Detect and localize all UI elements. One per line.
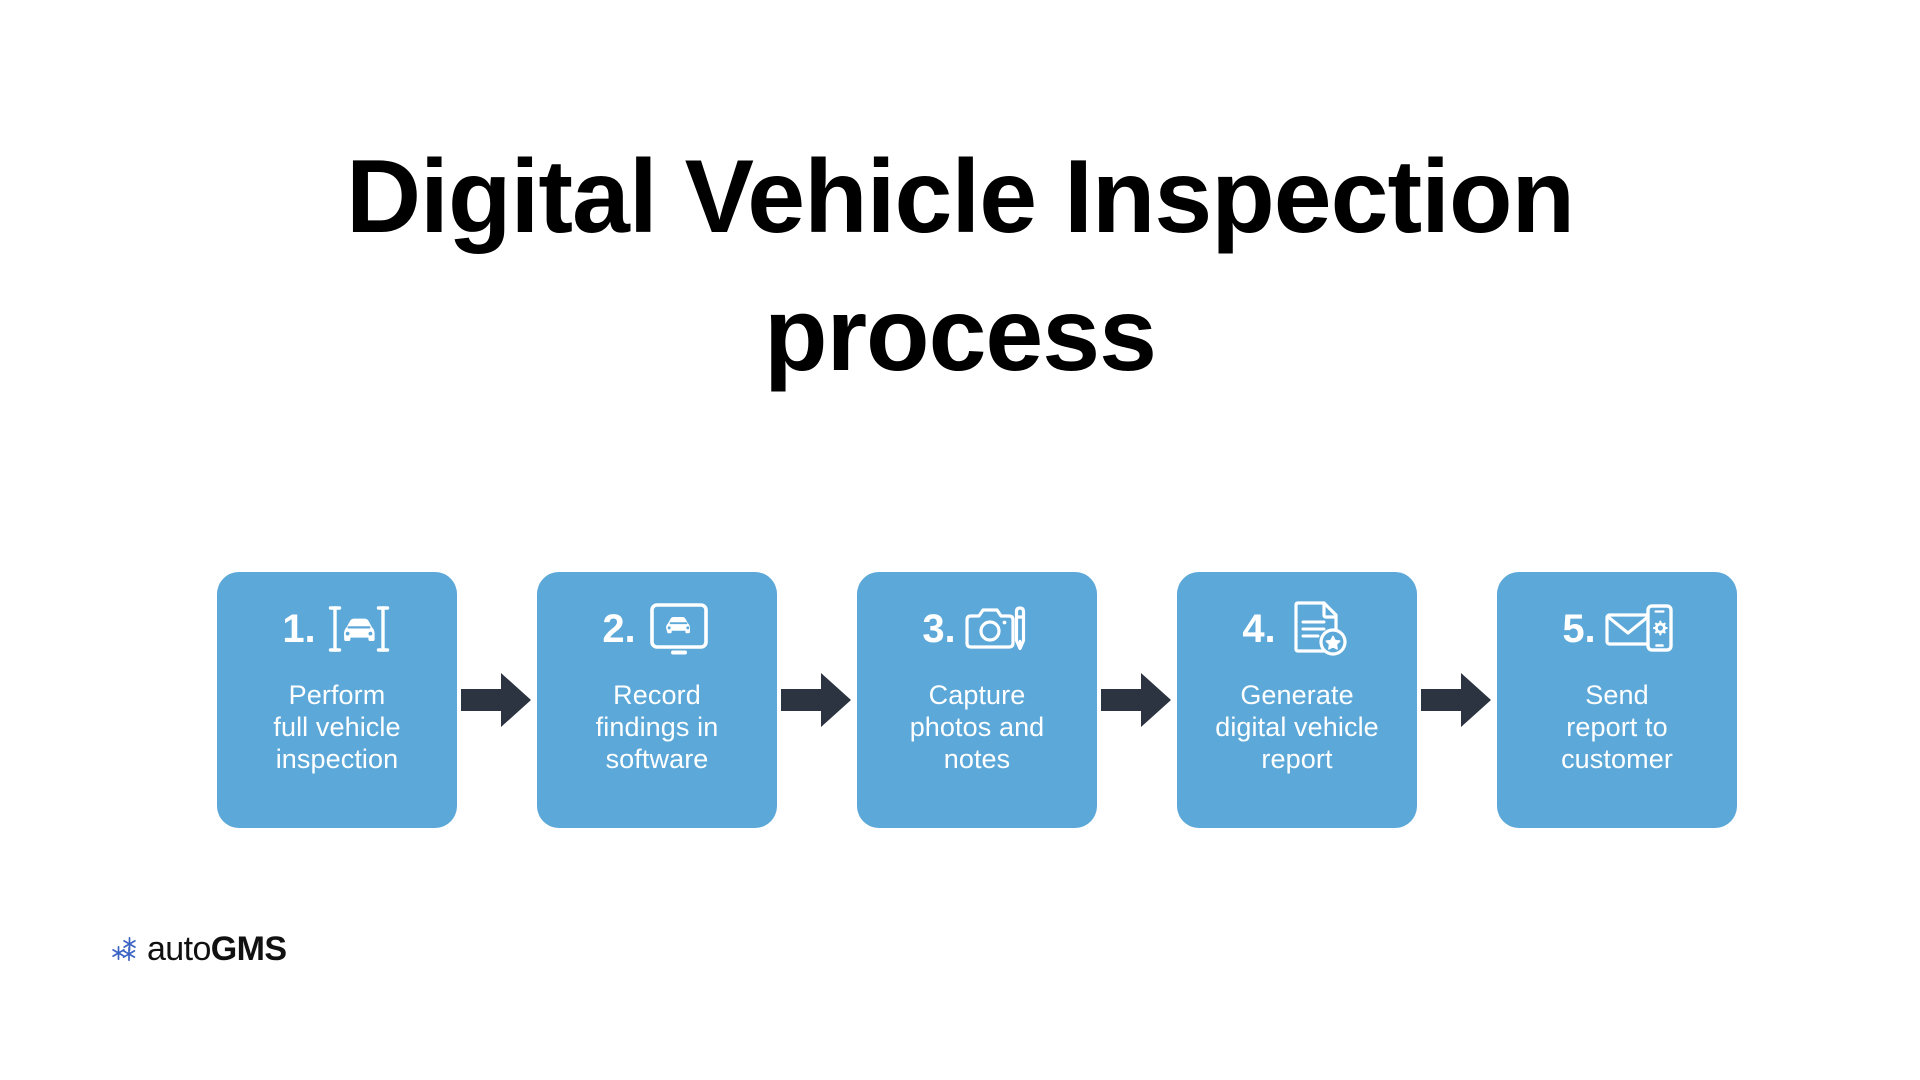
flow-step-3[interactable]: 3. Capture photos and notes — [857, 572, 1097, 828]
flow-step-3-number: 3. — [922, 607, 956, 651]
flow-step-4-number: 4. — [1242, 607, 1276, 651]
flow-step-4-label: Generate digital vehicle report — [1215, 680, 1379, 774]
brand-logo-text-light: auto — [147, 930, 211, 968]
flow-step-1-head: 1. — [227, 592, 447, 666]
title-block: Digital Vehicle Inspection process — [180, 128, 1740, 405]
right-arrow-icon-3 — [1097, 572, 1177, 828]
right-arrow-icon-2 — [777, 572, 857, 828]
flow-step-3-label: Capture photos and notes — [909, 680, 1045, 774]
camera-pen-icon — [965, 600, 1032, 658]
right-arrow-icon-1 — [457, 572, 537, 828]
flow-step-4[interactable]: 4. Generate digital vehicle report — [1177, 572, 1417, 828]
brand-logo-text: autoGMS — [147, 930, 287, 968]
brand-logo-text-bold: GMS — [210, 930, 287, 968]
flow-step-2-head: 2. — [547, 592, 767, 666]
document-star-icon — [1286, 600, 1352, 658]
right-arrow-icon-4 — [1417, 572, 1497, 828]
flow-step-5[interactable]: 5. Send report — [1497, 572, 1737, 828]
envelope-phone-icon — [1605, 600, 1673, 658]
flow-step-2-number: 2. — [602, 607, 636, 651]
flow-step-1-number: 1. — [282, 607, 316, 651]
flow-step-2-label: Record findings in software — [595, 680, 719, 774]
process-flow-diagram: 1. — [217, 572, 1737, 828]
flow-step-2[interactable]: 2. Record findings in software — [537, 572, 777, 828]
page-title: Digital Vehicle Inspection process — [345, 139, 1575, 394]
brand-logo: autoGMS — [112, 928, 287, 970]
flow-step-5-label: Send report to customer — [1561, 680, 1673, 774]
flow-step-3-head: 3. — [867, 592, 1087, 666]
flow-step-5-number: 5. — [1562, 607, 1596, 651]
flow-step-1[interactable]: 1. — [217, 572, 457, 828]
flow-step-4-head: 4. — [1187, 592, 1407, 666]
flow-step-5-head: 5. — [1507, 592, 1727, 666]
flow-step-1-label: Perform full vehicle inspection — [273, 680, 401, 774]
tablet-car-icon — [646, 600, 712, 658]
car-on-lift-icon — [326, 600, 392, 658]
snowflake-cluster-icon — [112, 932, 146, 966]
